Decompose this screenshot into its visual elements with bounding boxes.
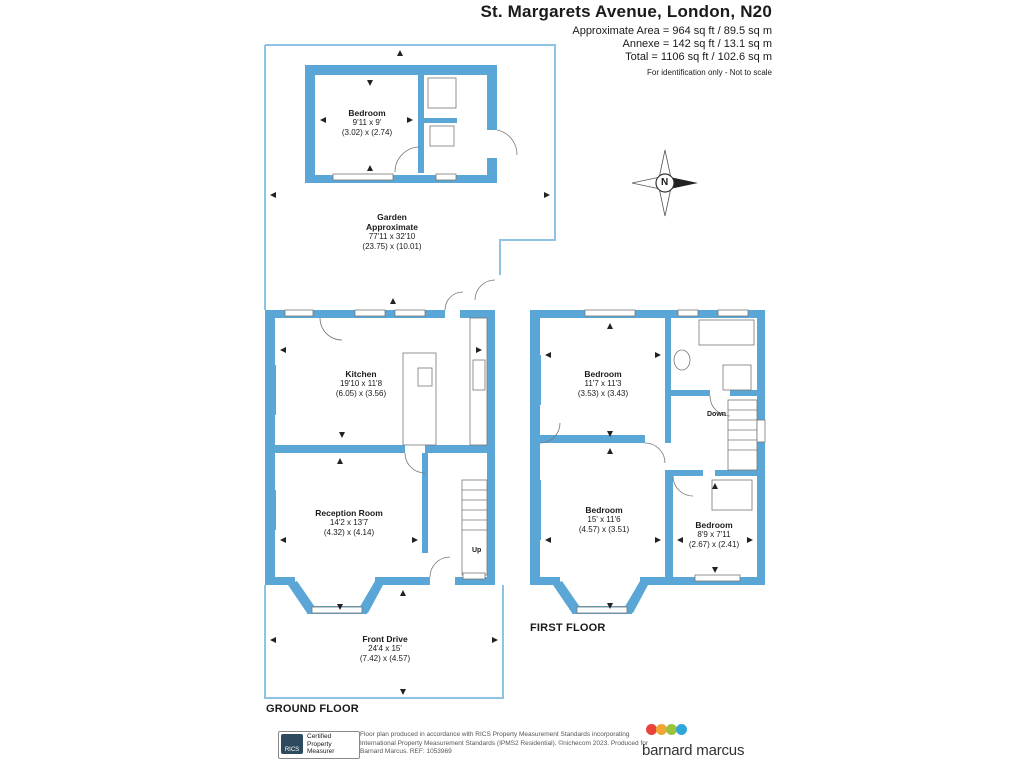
annexe-area: Annexe = 142 sq ft / 13.1 sq m — [622, 38, 772, 50]
ground-floor-label: GROUND FLOOR — [266, 703, 359, 715]
room-name: Garden — [377, 212, 407, 222]
total-area: Total = 1106 sq ft / 102.6 sq m — [625, 51, 772, 63]
room-metric: (4.32) x (4.14) — [323, 528, 375, 537]
stairs-up-label: Up — [472, 547, 482, 554]
annexe-walls — [305, 65, 497, 183]
annexe-fixtures — [332, 77, 518, 181]
room-kitchen: Kitchen 19'10 x 11'8 (6.05) x (3.56) — [336, 369, 386, 399]
brand-dot — [656, 724, 667, 735]
identification-note: For identification only - Not to scale — [647, 68, 772, 77]
plot-outline — [264, 44, 556, 699]
room-metric: (23.75) x (10.01) — [362, 242, 422, 251]
compass-north-label: N — [661, 177, 669, 188]
room-imperial: 24'4 x 15' — [368, 644, 402, 653]
ground-floor-fixtures — [270, 279, 496, 614]
room-annexe-bedroom: Bedroom 9'11 x 9' (3.02) x (2.74) — [342, 108, 392, 138]
room-metric: (7.42) x (4.57) — [359, 654, 411, 663]
room-name: Bedroom — [348, 108, 386, 118]
ground-floor-walls — [265, 310, 495, 614]
dimension-arrows — [270, 50, 753, 695]
brand-dot — [676, 724, 687, 735]
room-first-bedroom-3: Bedroom 8'9 x 7'11 (2.67) x (2.41) — [689, 520, 739, 550]
brand-logo-dots — [646, 724, 706, 738]
brand-dot — [666, 724, 677, 735]
room-name: Bedroom — [695, 520, 733, 530]
room-name: Front Drive — [362, 634, 408, 644]
property-title: St. Margarets Avenue, London, N20 — [480, 2, 772, 21]
room-metric: (6.05) x (3.56) — [335, 389, 387, 398]
room-first-bedroom-1: Bedroom 11'7 x 11'3 (3.53) x (3.43) — [578, 369, 628, 399]
brand-dot — [646, 724, 657, 735]
room-imperial: 11'7 x 11'3 — [584, 379, 622, 388]
room-name: Reception Room — [315, 508, 383, 518]
room-imperial: 8'9 x 7'11 — [697, 530, 731, 539]
room-front-drive: Front Drive 24'4 x 15' (7.42) x (4.57) — [360, 634, 410, 664]
room-name-qualifier: Approximate — [366, 222, 418, 232]
room-name: Bedroom — [585, 505, 623, 515]
stairs-down-label: Down — [707, 411, 727, 418]
rics-logo: RICS — [281, 734, 303, 754]
room-metric: (3.53) x (3.43) — [577, 389, 629, 398]
approximate-area: Approximate Area = 964 sq ft / 89.5 sq m — [572, 25, 772, 37]
rics-badge: RICS Certified Property Measurer — [278, 731, 360, 759]
room-imperial: 15' x 11'6 — [587, 515, 621, 524]
room-imperial: 9'11 x 9' — [352, 118, 382, 127]
footer-disclaimer: Floor plan produced in accordance with R… — [360, 731, 649, 755]
room-reception: Reception Room 14'2 x 13'7 (4.32) x (4.1… — [315, 508, 383, 538]
room-metric: (3.02) x (2.74) — [341, 128, 393, 137]
room-imperial: 19'10 x 11'8 — [339, 379, 383, 388]
first-floor-label: FIRST FLOOR — [530, 622, 606, 634]
room-name: Kitchen — [345, 369, 377, 379]
rics-line-3: Measurer — [307, 748, 335, 755]
rics-text: Certified Property Measurer — [307, 733, 334, 756]
brand-name: barnard marcus — [642, 742, 745, 759]
room-metric: (4.57) x (3.51) — [578, 525, 630, 534]
room-name: Bedroom — [584, 369, 622, 379]
room-first-bedroom-2: Bedroom 15' x 11'6 (4.57) x (3.51) — [579, 505, 629, 535]
rics-line-1: Certified — [307, 733, 332, 740]
rics-line-2: Property — [307, 740, 332, 748]
room-imperial: 77'11 x 32'10 — [368, 232, 416, 241]
room-metric: (2.67) x (2.41) — [688, 540, 740, 549]
first-floor-fixtures — [535, 309, 766, 614]
room-garden: Garden Approximate 77'11 x 32'10 (23.75)… — [362, 212, 421, 252]
compass-icon — [631, 149, 698, 217]
room-imperial: 14'2 x 13'7 — [329, 518, 369, 527]
